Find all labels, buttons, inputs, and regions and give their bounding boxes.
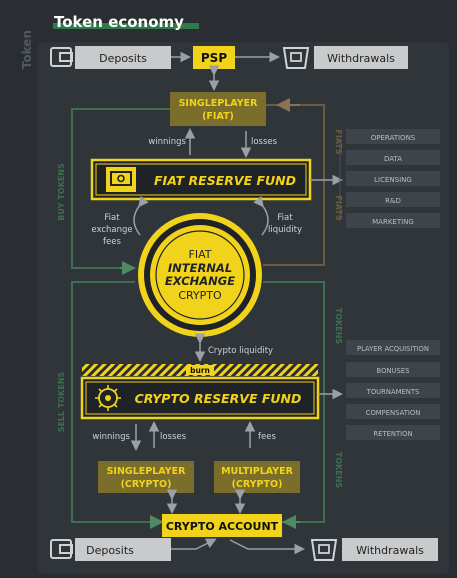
fiat-exchange-fees-line1: Fiat	[104, 213, 120, 223]
safe-icon-bottom	[310, 539, 338, 561]
singleplayer-fiat-line2: (FIAT)	[202, 111, 234, 122]
withdrawals-top-box	[314, 46, 408, 69]
crypto-token-icon	[95, 385, 121, 411]
exchange-fiat-label: FIAT	[189, 248, 212, 261]
deposits-bottom-box	[75, 538, 171, 561]
fiat-liquidity-line1: Fiat	[277, 213, 293, 223]
fiat-use-item: MARKETING	[372, 218, 414, 226]
exchange-line1: INTERNAL	[168, 261, 232, 275]
singleplayer-crypto-line1: SINGLEPLAYER	[107, 466, 186, 477]
token-use-item: RETENTION	[373, 430, 412, 438]
fiat-use-item: OPERATIONS	[371, 134, 416, 142]
fiat-use-item: R&D	[385, 197, 401, 205]
tokens-bottom-label: TOKENS	[334, 452, 343, 489]
fiat-reserve-fund-label: FIAT RESERVE FUND	[154, 173, 296, 188]
crypto-account-label: CRYPTO ACCOUNT	[166, 520, 279, 533]
cash-icon	[110, 171, 132, 186]
losses-bottom-label: losses	[160, 432, 187, 442]
fiat-use-item: LICENSING	[374, 176, 412, 184]
token-use-item: COMPENSATION	[366, 409, 421, 417]
crypto-account-box	[162, 514, 282, 537]
fees-label: fees	[258, 432, 276, 442]
psp-box	[193, 46, 235, 69]
withdrawals-bottom-label: Withdrawals	[356, 544, 424, 557]
deposits-top-label: Deposits	[99, 52, 147, 65]
sell-tokens-label: SELL TOKENS	[57, 371, 66, 432]
token-use-item: BONUSES	[377, 367, 410, 375]
exchange-line2: EXCHANGE	[165, 274, 235, 288]
safe-icon-top	[282, 47, 310, 69]
internal-exchange-coin	[138, 213, 262, 337]
withdrawals-bottom-box	[342, 538, 438, 561]
fiat-use-item: DATA	[384, 155, 402, 163]
psp-label: PSP	[201, 51, 227, 65]
singleplayer-fiat-line1: SINGLEPLAYER	[179, 98, 258, 109]
page-title: Token economy	[54, 13, 184, 31]
winnings-bottom-label: winnings	[92, 432, 130, 442]
fiats-bottom-label: FIATS	[334, 195, 343, 220]
token-uses-list: PLAYER ACQUISITION BONUSES TOURNAMENTS C…	[346, 340, 440, 440]
crypto-reserve-fund-box	[80, 376, 320, 420]
winnings-top-label: winnings	[148, 137, 186, 147]
token-use-item: TOURNAMENTS	[366, 388, 420, 396]
singleplayer-crypto-line2: (CRYPTO)	[121, 479, 172, 490]
title-underline	[53, 23, 199, 29]
multiplayer-crypto-line2: (CRYPTO)	[232, 479, 283, 490]
crypto-liquidity-label: Crypto liquidity	[208, 346, 273, 356]
losses-top-label: losses	[251, 137, 278, 147]
buy-tokens-label: BUY TOKENS	[57, 163, 66, 221]
deposits-top-box	[75, 46, 171, 69]
burn-label: burn	[190, 366, 210, 375]
singleplayer-crypto-box	[98, 461, 194, 493]
withdrawals-top-label: Withdrawals	[327, 52, 395, 65]
fiat-exchange-fees-line3: fees	[103, 237, 121, 247]
exchange-crypto-label: CRYPTO	[178, 289, 222, 302]
fiat-liquidity-line2: liquidity	[268, 225, 302, 235]
deposits-bottom-label: Deposits	[86, 544, 134, 557]
tokens-top-label: TOKENS	[334, 308, 343, 345]
side-label: Token	[20, 30, 34, 69]
crypto-reserve-fund-label: CRYPTO RESERVE FUND	[135, 391, 302, 406]
token-use-item: PLAYER ACQUISITION	[357, 345, 429, 353]
fiats-top-label: FIATS	[334, 129, 343, 154]
wallet-icon-top	[50, 47, 73, 67]
multiplayer-crypto-line1: MULTIPLAYER	[221, 466, 293, 477]
wallet-icon-bottom	[50, 539, 73, 559]
singleplayer-fiat-box	[170, 92, 266, 126]
multiplayer-crypto-box	[214, 461, 300, 493]
fiat-uses-list: OPERATIONS DATA LICENSING R&D MARKETING	[346, 129, 440, 228]
fiat-exchange-fees-line2: exchange	[91, 225, 132, 235]
